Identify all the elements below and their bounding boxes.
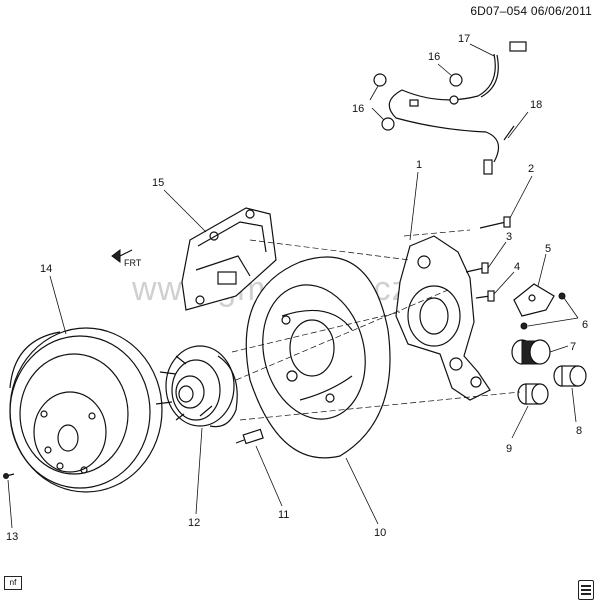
callout-11: 11 — [278, 509, 289, 521]
manufacturer-logo-icon — [578, 580, 594, 600]
knuckle-bolts — [465, 216, 511, 302]
knuckle-bushing-rear — [553, 365, 587, 387]
callout-5: 5 — [545, 243, 551, 255]
rotor-retaining-screw — [3, 473, 15, 479]
callout-10: 10 — [374, 527, 386, 539]
knuckle-bushing-lower — [517, 383, 549, 405]
callout-3: 3 — [506, 231, 512, 243]
callout-17: 17 — [458, 33, 470, 45]
callout-8: 8 — [576, 425, 582, 437]
callout-leader-lines — [7, 43, 579, 529]
knuckle-bushing-upper — [511, 339, 551, 365]
callout-14: 14 — [40, 263, 52, 275]
callout-13: 13 — [6, 531, 18, 543]
callout-18: 18 — [530, 99, 542, 111]
wheel-speed-sensor-harness — [373, 41, 527, 175]
callout-numbers: 1 2 3 4 5 6 7 8 9 10 11 12 13 14 15 16 1… — [6, 33, 588, 543]
brake-rotor — [9, 327, 163, 493]
callout-2: 2 — [528, 163, 534, 175]
front-direction-arrow: FRT — [111, 249, 142, 268]
callout-7: 7 — [570, 341, 576, 353]
callout-16-left: 16 — [352, 103, 364, 115]
callout-12: 12 — [188, 517, 200, 529]
brake-caliper — [181, 207, 277, 311]
callout-4: 4 — [514, 261, 520, 273]
corner-tag: nf — [4, 576, 22, 590]
callout-6: 6 — [582, 319, 588, 331]
brake-backing-plate — [245, 256, 391, 459]
callout-15: 15 — [152, 177, 164, 189]
frt-label: FRT — [124, 258, 142, 268]
steering-knuckle — [395, 235, 491, 401]
diagram-id-title: 6D07–054 06/06/2011 — [470, 4, 592, 18]
brake-hose-bracket — [513, 283, 566, 330]
hub-bolt — [235, 428, 264, 445]
assembly-dashed-lines — [231, 229, 521, 421]
callout-9: 9 — [506, 443, 512, 455]
callout-16-top: 16 — [428, 51, 440, 63]
wheel-hub-bearing — [155, 345, 238, 428]
callout-1: 1 — [416, 159, 422, 171]
